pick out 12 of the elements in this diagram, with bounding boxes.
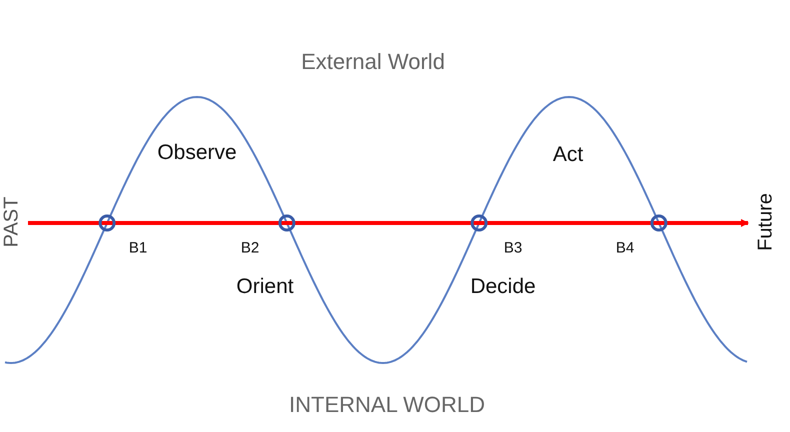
axis-label: Future xyxy=(754,193,778,251)
phase-label: Observe xyxy=(157,141,237,165)
boundary-label: B3 xyxy=(504,240,522,256)
axis-label: PAST xyxy=(0,196,24,248)
boundary-label: B1 xyxy=(128,240,148,256)
phase-label: Decide xyxy=(470,275,536,299)
boundary-label: B2 xyxy=(240,240,260,256)
region-label: INTERNAL WORLD xyxy=(289,392,485,418)
phase-label: Orient xyxy=(236,275,294,299)
region-label: External World xyxy=(301,49,445,75)
boundary-label: B4 xyxy=(616,240,634,256)
phase-label: Act xyxy=(552,143,584,167)
